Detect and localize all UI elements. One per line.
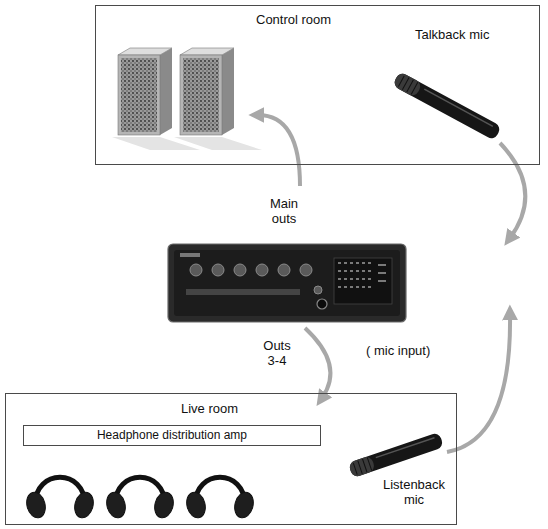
port-label: Main outs <box>260 196 308 226</box>
port-label: ( mic input) <box>364 343 432 358</box>
device-box: Headphone distribution amp <box>23 425 321 446</box>
speaker-right <box>174 48 262 150</box>
listenback-mic <box>348 432 444 478</box>
box-label: Headphone distribution amp <box>97 428 247 443</box>
signal-arrows <box>258 115 525 452</box>
talkback-mic <box>392 71 502 140</box>
outs-arrow <box>305 328 330 398</box>
mic-label: Listenback mic <box>374 477 454 507</box>
audio-interface <box>168 244 406 322</box>
talkback-arrow <box>500 143 525 238</box>
port-label: Outs 3-4 <box>256 338 298 368</box>
headphones <box>24 477 256 520</box>
room-title: Control room <box>256 12 331 27</box>
main-outs-arrow <box>258 115 300 186</box>
room-title: Live room <box>181 401 238 416</box>
mic-label: Talkback mic <box>413 27 491 42</box>
